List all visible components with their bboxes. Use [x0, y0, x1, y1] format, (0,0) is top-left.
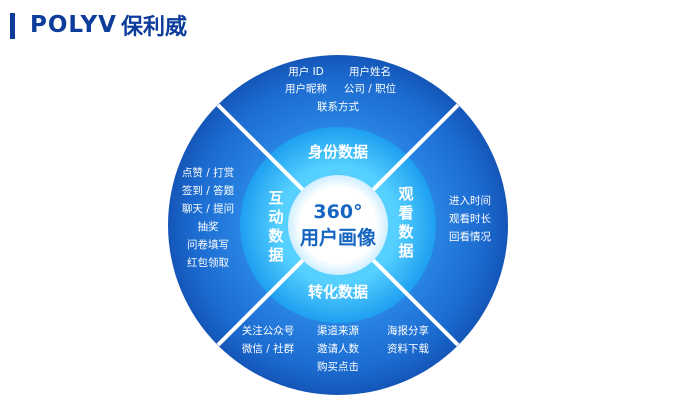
- left-item: 抽奖: [198, 220, 219, 233]
- category-viewing-data: 观 看 数 据: [398, 185, 414, 260]
- category-right-char-4: 据: [398, 242, 413, 260]
- bottom-item: 海报分享: [387, 324, 429, 337]
- category-identity-data: 身份数据: [308, 143, 368, 161]
- right-item: 观看时长: [449, 212, 491, 225]
- bottom-item: 微信 / 社群: [242, 342, 295, 355]
- bottom-item: 邀请人数: [317, 342, 359, 355]
- right-item: 回看情况: [449, 230, 491, 243]
- category-left-char-4: 据: [268, 246, 283, 264]
- logo-chinese-text: 保利威: [120, 15, 187, 40]
- category-right-char-2: 看: [398, 204, 413, 222]
- category-conversion-data: 转化数据: [308, 283, 368, 301]
- logo-latin-text: POLYV: [30, 12, 117, 38]
- right-item: 进入时间: [449, 194, 491, 207]
- bottom-item: 购买点击: [317, 360, 359, 373]
- logo-accent-bar: [10, 13, 15, 39]
- left-item: 红包领取: [187, 256, 229, 269]
- center-title-line2: 用户画像: [300, 226, 377, 249]
- top-item: 用户昵称: [285, 82, 327, 95]
- center-title-line1: 360°: [313, 201, 362, 223]
- category-right-char-1: 观: [398, 185, 413, 203]
- left-item: 点赞 / 打赏: [182, 166, 234, 179]
- top-item: 公司 / 职位: [344, 82, 397, 95]
- category-left-char-1: 互: [268, 189, 283, 207]
- bottom-item: 渠道来源: [317, 324, 359, 337]
- bottom-item: 关注公众号: [242, 324, 295, 337]
- bottom-item: 资料下载: [387, 342, 429, 355]
- left-item: 聊天 / 提问: [182, 202, 234, 215]
- left-item: 问卷填写: [187, 238, 229, 251]
- top-item: 用户 ID: [288, 65, 324, 78]
- top-item: 用户姓名: [349, 65, 391, 78]
- left-item: 签到 / 答题: [182, 184, 235, 197]
- category-left-char-2: 动: [268, 208, 283, 226]
- top-item: 联系方式: [317, 100, 359, 113]
- category-right-char-3: 数: [398, 223, 414, 241]
- center-circle: [288, 175, 388, 275]
- category-left-char-3: 数: [268, 227, 284, 245]
- category-interaction-data: 互 动 数 据: [268, 189, 284, 264]
- polyv-logo: POLYV 保利威: [30, 10, 187, 40]
